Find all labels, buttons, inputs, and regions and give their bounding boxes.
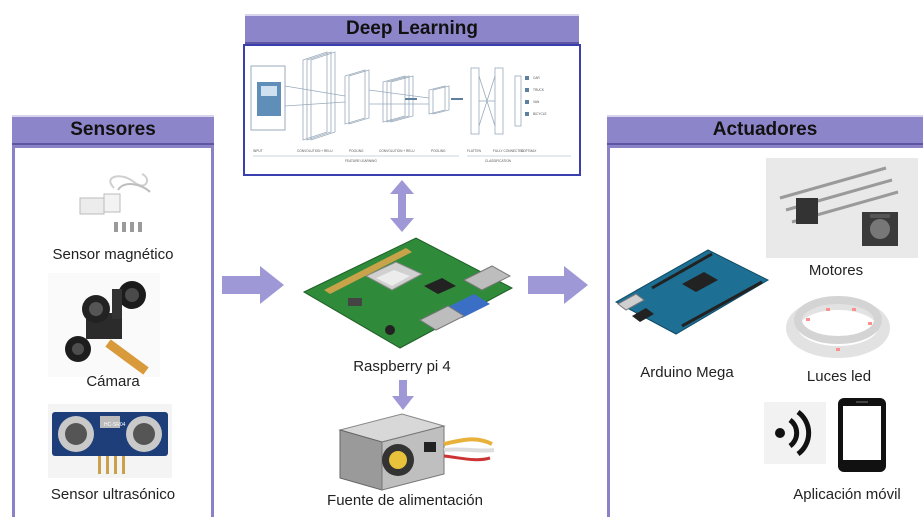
cnn-stage-label-1: CONVOLUTION + RELU	[297, 149, 333, 153]
cnn-stage-label-0: INPUT	[253, 149, 263, 153]
arduino-mega-label: Arduino Mega	[640, 364, 734, 381]
motors-label: Motores	[808, 262, 864, 279]
actuators-title: Actuadores	[712, 119, 818, 140]
actuators-panel-border	[607, 145, 923, 517]
motors-image	[766, 158, 918, 258]
arrow-right-icon	[528, 266, 588, 304]
camera-module-image	[48, 273, 160, 377]
cnn-stage-label-3: CONVOLUTION + RELU	[379, 149, 415, 153]
wireless-signal-icon	[764, 402, 826, 464]
arrow-down-icon	[392, 380, 414, 410]
sensors-header: Sensores	[12, 115, 214, 145]
ultrasonic-module-text: HC-SR04	[104, 422, 126, 428]
sensor-ultrasonic-label: Sensor ultrasónico	[50, 486, 176, 503]
arduino-mega-image	[612, 240, 772, 340]
sensors-panel-border	[12, 145, 214, 517]
sensor-magnetic-label: Sensor magnético	[52, 246, 174, 263]
cnn-output-2: VAN	[533, 100, 540, 104]
cnn-output-3: BICYCLE	[533, 112, 547, 116]
cnn-stage-label-4: POOLING	[431, 149, 446, 153]
magnetic-sensor-image	[62, 170, 162, 245]
led-lights-label: Luces led	[806, 368, 872, 385]
cnn-output-0: CAR	[533, 76, 540, 80]
smartphone-icon	[834, 396, 890, 474]
arrow-right-icon	[222, 266, 284, 304]
cnn-group-label-1: CLASSIFICATION	[485, 159, 512, 163]
cnn-output-1: TRUCK	[533, 88, 545, 92]
sensors-title: Sensores	[70, 119, 156, 140]
cnn-stage-label-5: FLATTEN	[467, 149, 482, 153]
deep-learning-header: Deep Learning	[245, 14, 579, 44]
cnn-diagram-frame: INPUT CONVOLUTION + RELU POOLING CONVOLU…	[243, 44, 581, 176]
raspberry-pi-label: Raspberry pi 4	[353, 358, 451, 375]
cnn-stage-label-7: SOFTMAX	[521, 149, 537, 153]
actuators-header: Actuadores	[607, 115, 923, 145]
mobile-app-label: Aplicación móvil	[793, 486, 901, 503]
power-supply-image	[336, 408, 498, 492]
power-supply-label: Fuente de alimentación	[327, 492, 483, 509]
raspberry-pi-board-image	[296, 234, 520, 358]
bidirectional-arrow	[390, 180, 414, 232]
sensor-camera-label: Cámara	[86, 373, 140, 390]
ultrasonic-sensor-image: HC-SR04	[48, 404, 172, 478]
cnn-stage-label-2: POOLING	[349, 149, 364, 153]
deep-learning-title: Deep Learning	[346, 18, 478, 39]
led-strip-image	[782, 282, 896, 362]
cnn-diagram: INPUT CONVOLUTION + RELU POOLING CONVOLU…	[250, 51, 571, 163]
cnn-group-label-0: FEATURE LEARNING	[345, 159, 377, 163]
cnn-stage-label-6: FULLY CONNECTED	[493, 149, 524, 153]
